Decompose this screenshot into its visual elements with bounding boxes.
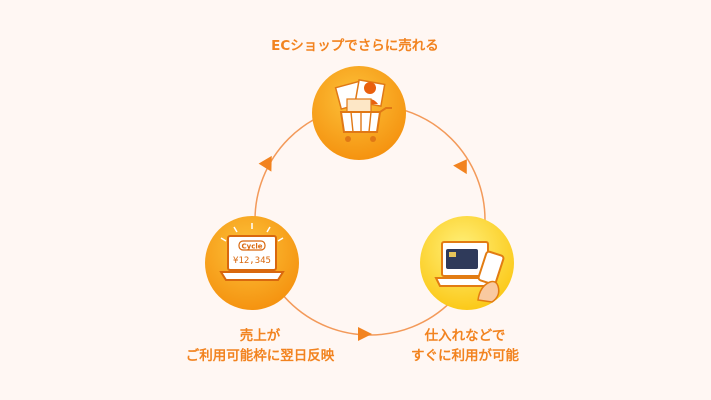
right-node: [420, 216, 514, 310]
top-node: [312, 66, 406, 160]
right-node-label: 仕入れなどで すぐに利用が可能: [385, 326, 545, 366]
left-node-label: 売上が ご利用可能枠に翌日反映: [180, 326, 340, 366]
left-label-line-1: 売上が: [239, 328, 281, 344]
laptop-sales-icon: Cycle ¥12,345: [219, 223, 285, 281]
laptop-card-phone-icon: [434, 241, 505, 303]
right-label-line-1: 仕入れなどで: [424, 328, 506, 344]
left-node: Cycle ¥12,345: [205, 216, 299, 310]
right-label-line-2: すぐに利用が可能: [411, 348, 519, 364]
arrow-left-up: [258, 155, 272, 172]
screen-amount: ¥12,345: [233, 256, 271, 266]
left-label-line-2: ご利用可能枠に翌日反映: [185, 348, 335, 364]
shopping-cart-icon: [334, 79, 392, 142]
arrow-bottom-right: [358, 327, 372, 341]
top-label-line-1: ECショップでさらに売れる: [271, 38, 439, 54]
screen-logo: Cycle: [242, 243, 263, 251]
top-node-label: ECショップでさらに売れる: [255, 36, 455, 56]
arrow-right-down: [453, 159, 467, 175]
